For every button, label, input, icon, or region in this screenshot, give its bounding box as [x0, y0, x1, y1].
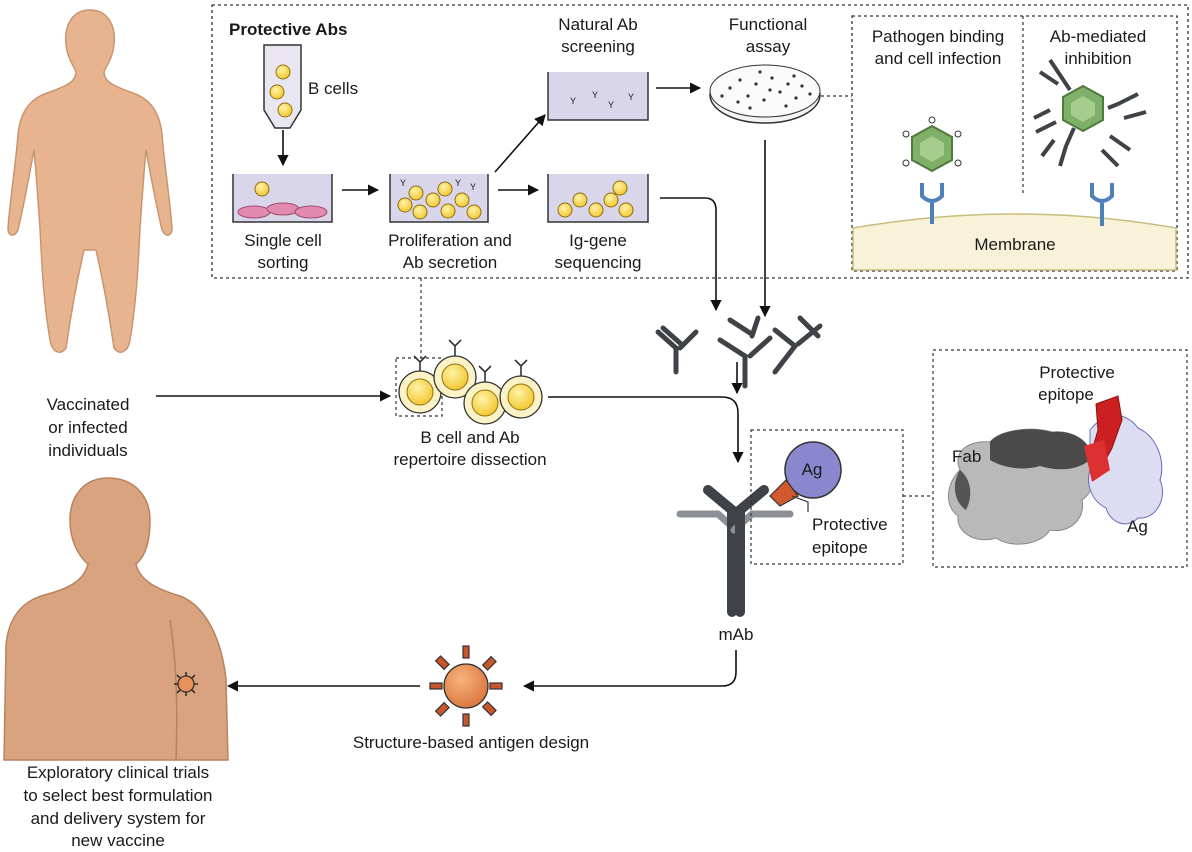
- natural-ab-screening-label: Natural Ab: [558, 15, 637, 34]
- protective-epitope-struct-label-2: epitope: [1038, 385, 1094, 404]
- pathogen-hexagon-inhibited: [1033, 58, 1147, 168]
- mab-label: mAb: [719, 625, 754, 644]
- designed-antigen-icon: [429, 645, 503, 727]
- receptor-left: [920, 183, 944, 224]
- membrane-label: Membrane: [974, 235, 1055, 254]
- vaccinated-label-2: or infected: [48, 418, 127, 437]
- vaccine-recipient-figure: [3, 477, 229, 761]
- functional-assay-label-2: assay: [746, 37, 791, 56]
- antibody-cluster: [655, 315, 823, 389]
- ag-label: Ag: [802, 460, 823, 479]
- monoclonal-antibody: [676, 485, 794, 617]
- svg-text:Y: Y: [455, 178, 461, 188]
- ig-gene-sequencing-label-2: sequencing: [555, 253, 642, 272]
- b-cell-repertoire-label-2: repertoire dissection: [393, 450, 546, 469]
- protective-epitope-shape: [769, 479, 799, 507]
- proliferation-label-2: Ab secretion: [403, 253, 498, 272]
- clinical-trials-label-3: and delivery system for: [31, 809, 206, 828]
- vaccinated-label-3: individuals: [48, 441, 127, 460]
- antigen-sphere: [784, 441, 842, 499]
- assay-detail-panel: [851, 15, 1178, 272]
- membrane-shape: [852, 213, 1177, 271]
- vaccinated-individual-figure: [7, 9, 173, 353]
- protective-epitope-struct-label: Protective: [1039, 363, 1115, 382]
- natural-ab-screening-well: Y Y Y Y: [547, 72, 649, 121]
- svg-text:Y: Y: [608, 100, 614, 110]
- ig-gene-sequencing-well: [547, 174, 649, 223]
- svg-text:Y: Y: [470, 182, 476, 192]
- protective-abs-title: Protective Abs: [229, 20, 347, 39]
- svg-text:Y: Y: [400, 178, 406, 188]
- ab-inhibition-label: Ab-mediated: [1050, 27, 1146, 46]
- ag-struct-label: Ag: [1127, 517, 1148, 536]
- b-cell-repertoire-label: B cell and Ab: [420, 428, 519, 447]
- fab-label: Fab: [952, 447, 981, 466]
- svg-text:Y: Y: [628, 92, 634, 102]
- clinical-trials-label-4: new vaccine: [71, 831, 165, 850]
- protective-epitope-label-2: epitope: [812, 538, 868, 557]
- clinical-trials-label: Exploratory clinical trials: [27, 763, 209, 782]
- epitope-detail-box: [750, 429, 904, 565]
- injection-site-icon: [174, 672, 198, 696]
- proliferation-label: Proliferation and: [388, 231, 512, 250]
- protective-epitope-label: Protective: [812, 515, 888, 534]
- structure-panel: [932, 349, 1188, 568]
- functional-assay-label: Functional: [729, 15, 807, 34]
- functional-assay-dish: [709, 64, 821, 124]
- fab-antigen-structure: [948, 395, 1163, 545]
- pathogen-hexagon-binding: [902, 116, 962, 173]
- single-cell-sorting-well: [232, 174, 333, 223]
- structure-design-label: Structure-based antigen design: [353, 733, 589, 752]
- clinical-trials-label-2: to select best formulation: [24, 786, 213, 805]
- svg-text:Y: Y: [592, 90, 598, 100]
- vaccinated-label: Vaccinated: [47, 395, 130, 414]
- proliferation-well: Y Y Y: [389, 174, 489, 223]
- ab-inhibition-label-2: inhibition: [1064, 49, 1131, 68]
- b-cell-repertoire: [398, 339, 543, 425]
- natural-ab-screening-label-2: screening: [561, 37, 635, 56]
- ig-gene-sequencing-label: Ig-gene: [569, 231, 627, 250]
- b-cells-label: B cells: [308, 79, 358, 98]
- svg-text:Y: Y: [570, 96, 576, 106]
- pathogen-binding-label-2: and cell infection: [875, 49, 1002, 68]
- single-cell-sorting-label: Single cell: [244, 231, 322, 250]
- pathogen-binding-label: Pathogen binding: [872, 27, 1004, 46]
- single-cell-sorting-label-2: sorting: [257, 253, 308, 272]
- b-cell-pipette: [263, 44, 302, 129]
- receptor-right: [1090, 183, 1114, 226]
- protective-abs-panel: [211, 4, 1189, 279]
